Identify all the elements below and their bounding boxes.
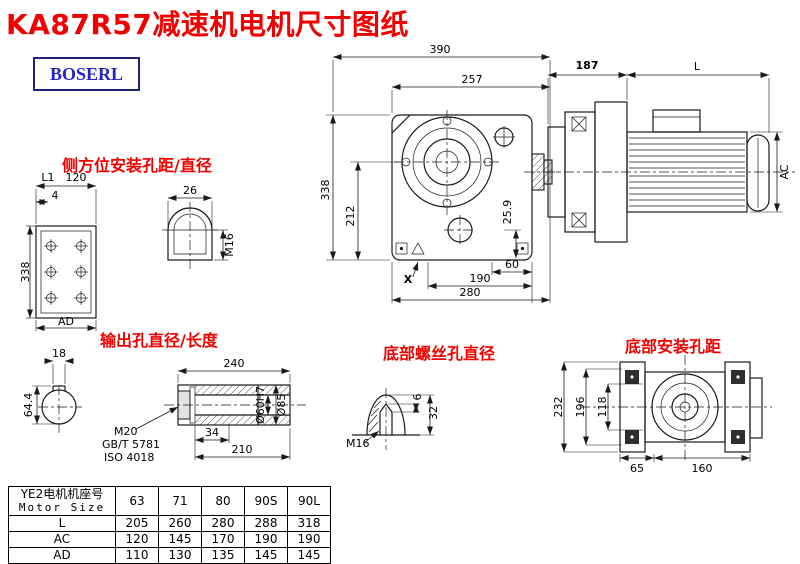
table-row-l: L 205 260 280 288 318 [8,515,331,532]
dim-210: 210 [232,443,253,456]
motor-size-90s: 90S [244,486,288,516]
dim-dia60h7: Ø60H7 [254,386,267,424]
dim-196: 196 [574,397,587,418]
row-label-ad: AD [8,547,116,564]
table-cell: 205 [115,515,159,532]
motor-size-table: YE2电机机座号 Motor Size 63 71 80 90S 90L L 2… [8,486,331,564]
dim-190: 190 [470,272,491,285]
dim-m16-screw: M16 [346,437,370,450]
bottom-screw-drawing: M16 32 6 [346,388,440,451]
label-iso-standard: ISO 4018 [104,451,154,464]
table-row-ac: AC 120 145 170 190 190 [8,531,331,548]
motor-view-drawing: 187 L AC [545,59,795,243]
side-plate-outline [35,225,97,319]
screw-dimensions: M16 32 6 [346,394,440,451]
table-header-en: Motor Size [18,501,106,514]
dim-240: 240 [224,357,245,370]
bottom-body-outline [580,355,772,460]
table-cell: 145 [244,547,288,564]
table-cell: 190 [244,531,288,548]
dim-232: 232 [552,397,565,418]
dim-120: 120 [66,171,87,184]
motor-size-71: 71 [158,486,202,516]
dim-118: 118 [596,397,609,418]
side-plate-dimensions: L1 120 4 338 AD [19,171,97,331]
dim-6: 6 [411,394,424,401]
motor-size-80: 80 [201,486,245,516]
table-cell: 135 [201,547,245,564]
motor-dimensions: 187 L AC [547,59,791,213]
brand-logo: BOSERL [33,57,140,91]
dim-25-9: 25.9 [501,200,514,225]
bottom-mount-drawing: 232 196 118 65 160 [552,355,772,475]
table-cell: 260 [158,515,202,532]
table-header-cn: YE2电机机座号 [20,487,104,501]
output-shaft-drawing: 18 64.4 240 M20 GB/T 5781 ISO 4018 [22,347,306,464]
dim-34: 34 [205,426,219,439]
dim-390: 390 [430,43,451,56]
table-cell: 170 [201,531,245,548]
hollow-shaft-section: 240 M20 GB/T 5781 ISO 4018 34 210 Ø60H7 … [102,357,306,464]
motor-outline [545,101,795,243]
dim-60: 60 [505,258,519,271]
dim-280: 280 [460,286,481,299]
motor-size-90l: 90L [287,486,331,516]
table-cell: 120 [115,531,159,548]
dim-64-4: 64.4 [22,393,35,418]
dim-257: 257 [462,73,483,86]
table-cell: 318 [287,515,331,532]
dim-338: 338 [319,180,332,201]
dim-l: L [694,60,701,73]
table-cell: 280 [201,515,245,532]
dim-338-side: 338 [19,262,32,283]
shaft-end-view: 18 64.4 [22,347,82,433]
table-header-cell: YE2电机机座号 Motor Size [8,486,116,516]
label-bottom-mount: 底部安装孔距 [625,337,722,356]
label-m20: M20 [114,425,138,438]
motor-size-63: 63 [115,486,159,516]
table-cell: 190 [287,531,331,548]
dim-18: 18 [52,347,66,360]
label-side-mount: 侧方位安装孔距/直径 [62,156,212,175]
dim-4: 4 [52,189,59,202]
table-row-ad: AD 110 130 135 145 145 [8,547,331,564]
table-cell: 145 [287,547,331,564]
main-view-dimensions: 390 257 338 212 25.9 60 190 280 X [319,43,551,303]
page-title: KA87R57减速机电机尺寸图纸 [6,8,409,41]
table-cell: 288 [244,515,288,532]
dim-dia85: Ø85 [275,394,288,417]
table-cell: 145 [158,531,202,548]
table-row-header: YE2电机机座号 Motor Size 63 71 80 90S 90L [8,486,331,516]
side-keyhole-detail: 26 M16 [162,184,236,270]
dim-32: 32 [427,406,440,420]
gearbox-outline [391,110,560,261]
dim-26: 26 [183,184,197,197]
table-cell: 130 [158,547,202,564]
dim-160: 160 [692,462,713,475]
table-cell: 110 [115,547,159,564]
row-label-l: L [8,515,116,532]
label-bottom-screw: 底部螺丝孔直径 [383,344,496,363]
dim-ac: AC [778,164,791,179]
dim-ad: AD [58,315,74,328]
dim-m16-side: M16 [223,233,236,257]
bottom-dimensions: 232 196 118 65 160 [552,361,751,475]
dim-x-mark: X [404,273,413,286]
main-view-drawing: 390 257 338 212 25.9 60 190 280 X [319,43,560,303]
dim-187: 187 [576,59,599,72]
label-gb-standard: GB/T 5781 [102,438,160,451]
row-label-ac: AC [8,531,116,548]
dim-l1: L1 [41,171,54,184]
side-mount-drawing: L1 120 4 338 AD 26 M16 [19,171,236,331]
dim-212: 212 [344,206,357,227]
dim-65: 65 [630,462,644,475]
label-output-hole: 输出孔直径/长度 [100,331,218,350]
